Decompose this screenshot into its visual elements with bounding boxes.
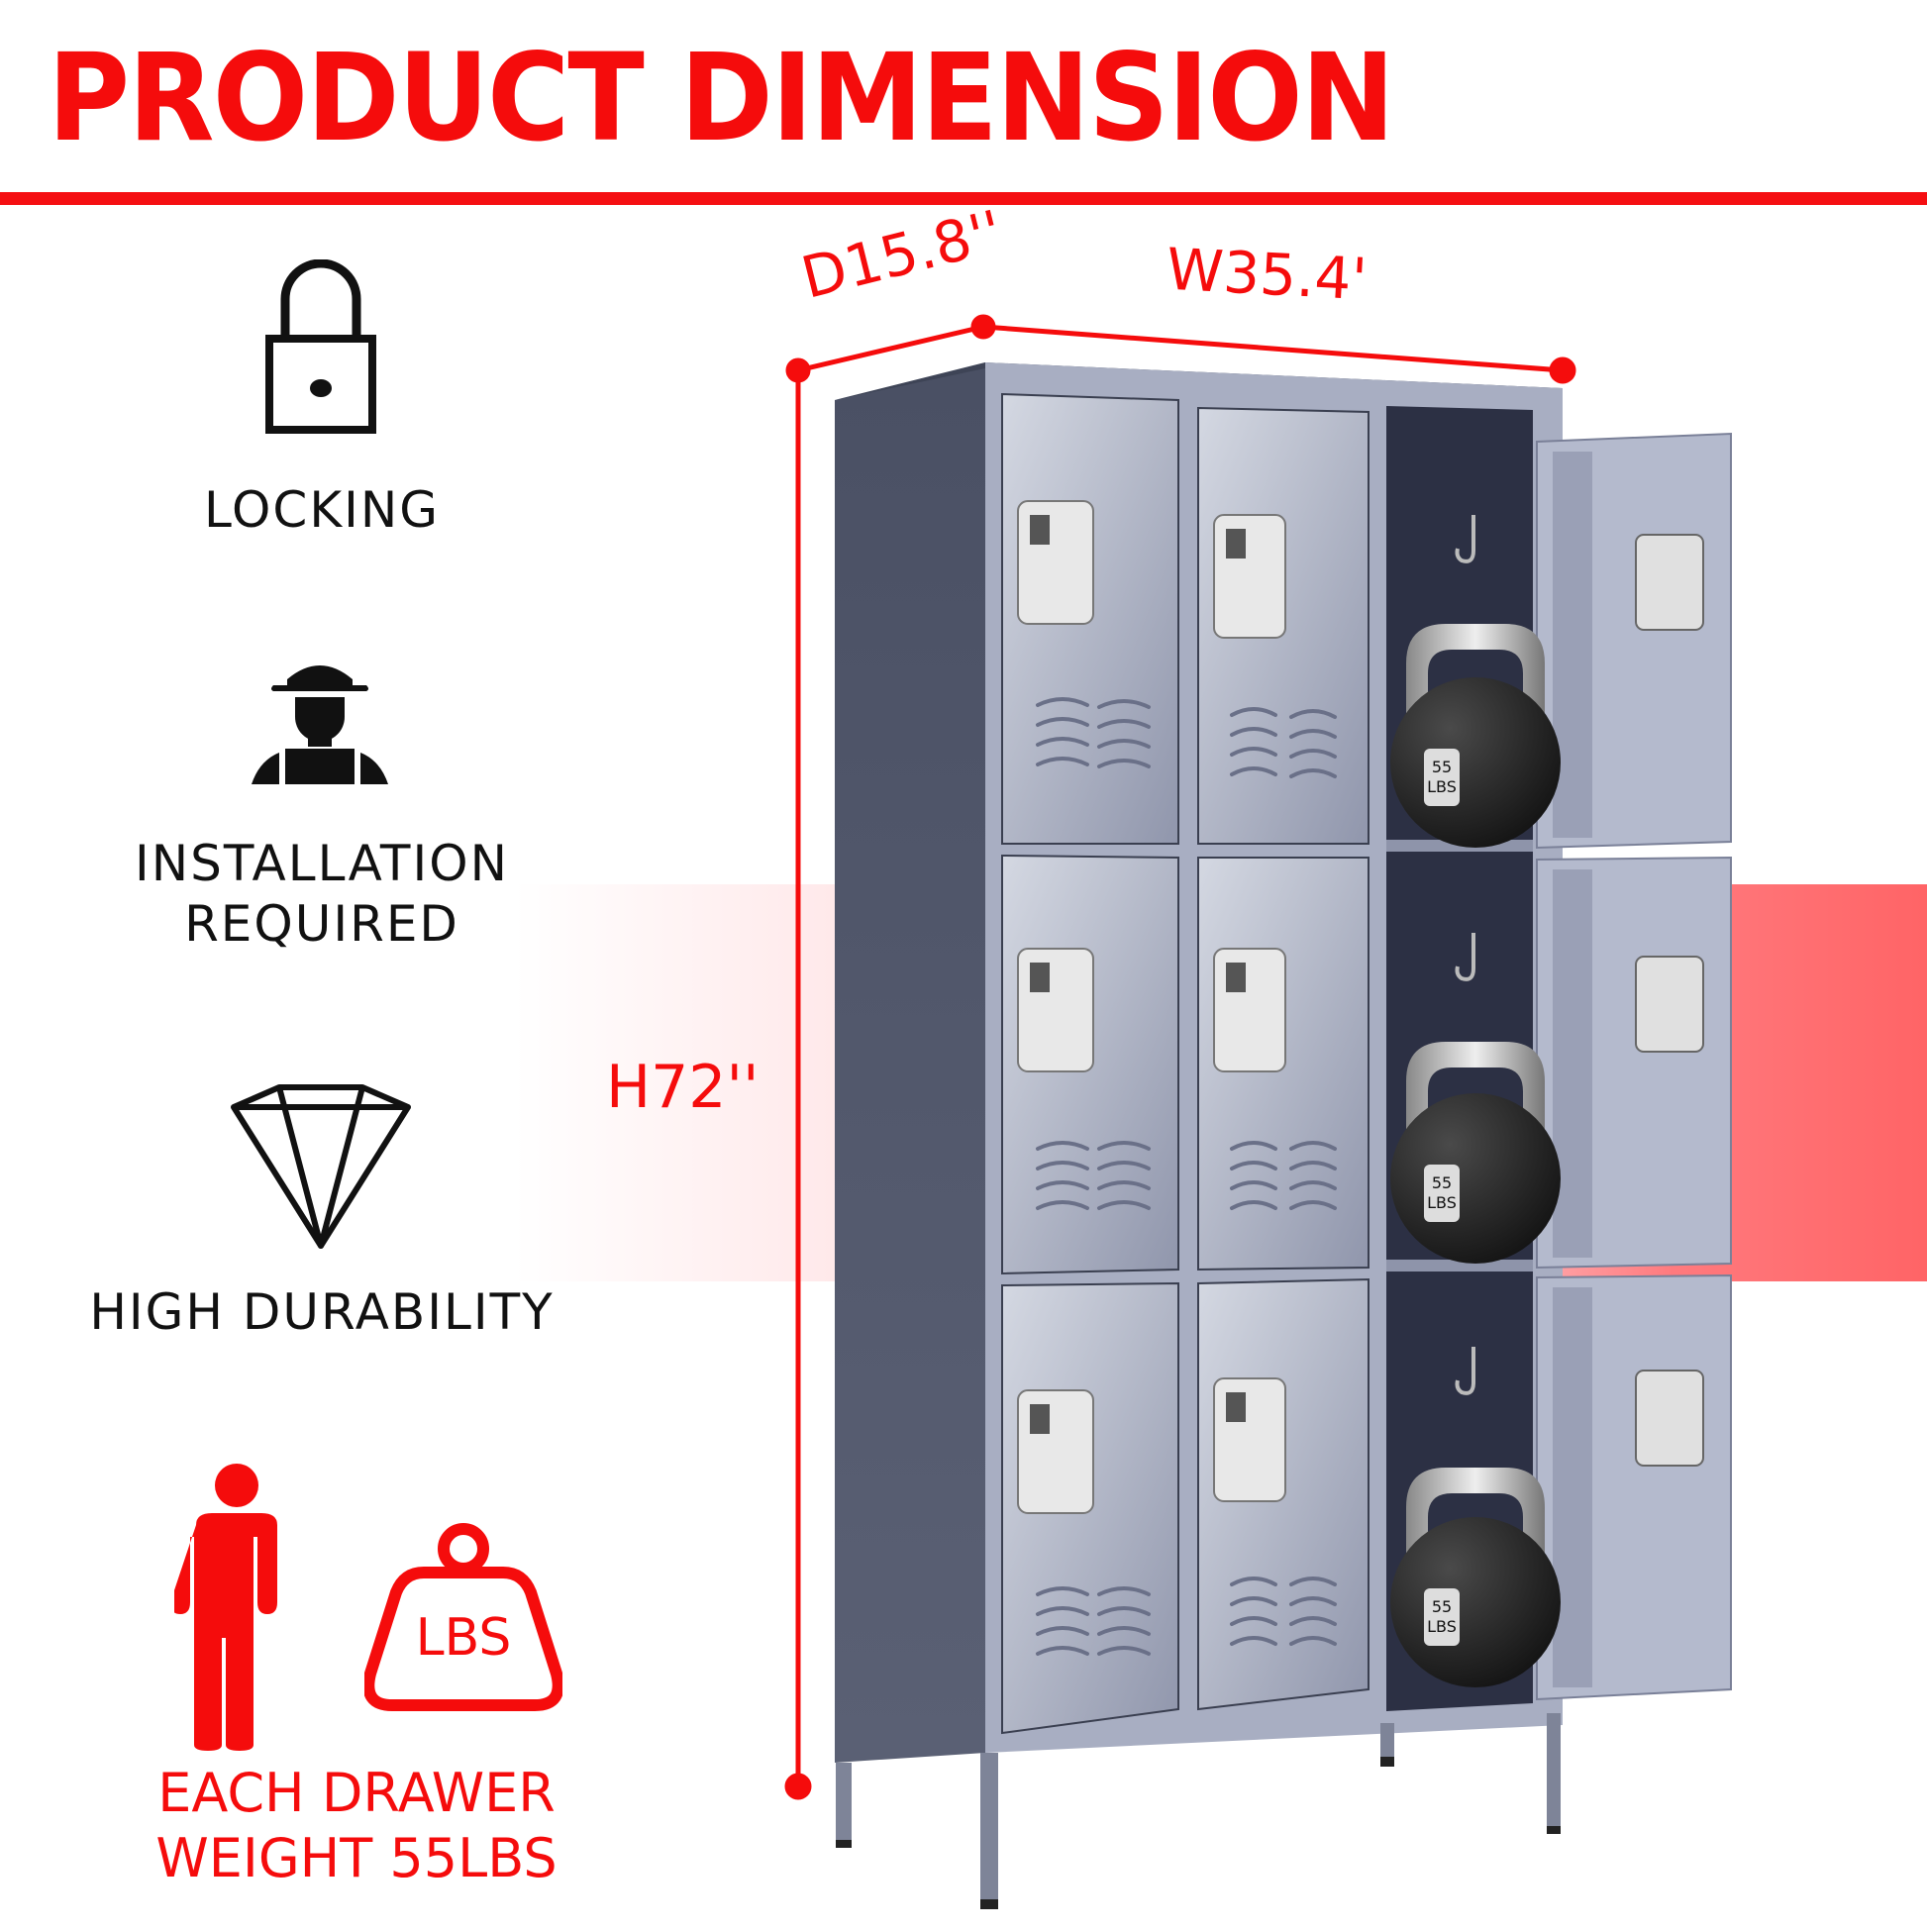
- feature-label-durability: HIGH DURABILITY: [89, 1283, 555, 1341]
- kettlebell-tag: 55: [1432, 758, 1452, 776]
- capacity-label: EACH DRAWER WEIGHT 55LBS: [79, 1761, 634, 1891]
- capacity-label-line1: EACH DRAWER: [157, 1762, 556, 1824]
- kettlebell-tag: LBS: [1427, 777, 1457, 796]
- kettlebell-tag: 55: [1432, 1597, 1452, 1616]
- title-divider: [0, 192, 1927, 205]
- feature-label-locking: LOCKING: [203, 481, 441, 539]
- feature-label-line2: REQUIRED: [184, 895, 459, 953]
- kettlebell-tag: LBS: [1427, 1193, 1457, 1212]
- weight-bag-icon: LBS: [362, 1521, 564, 1719]
- height-dimension: H72'': [606, 1053, 760, 1122]
- person-icon: [170, 1464, 299, 1751]
- feature-label-line1: INSTALLATION: [135, 835, 509, 892]
- page-title: PRODUCT DIMENSION: [48, 28, 1395, 168]
- kettlebell-tag: 55: [1432, 1173, 1452, 1192]
- feature-label-installation: INSTALLATION REQUIRED: [79, 834, 564, 955]
- kettlebell-tag: LBS: [1427, 1617, 1457, 1636]
- diamond-icon: [230, 1083, 412, 1252]
- kettlebell-icon: [1390, 624, 1561, 1687]
- weight-bag-text: LBS: [416, 1608, 512, 1668]
- installer-worker-icon: [246, 652, 394, 800]
- padlock-icon: [265, 258, 376, 438]
- capacity-label-line2: WEIGHT 55LBS: [155, 1826, 558, 1889]
